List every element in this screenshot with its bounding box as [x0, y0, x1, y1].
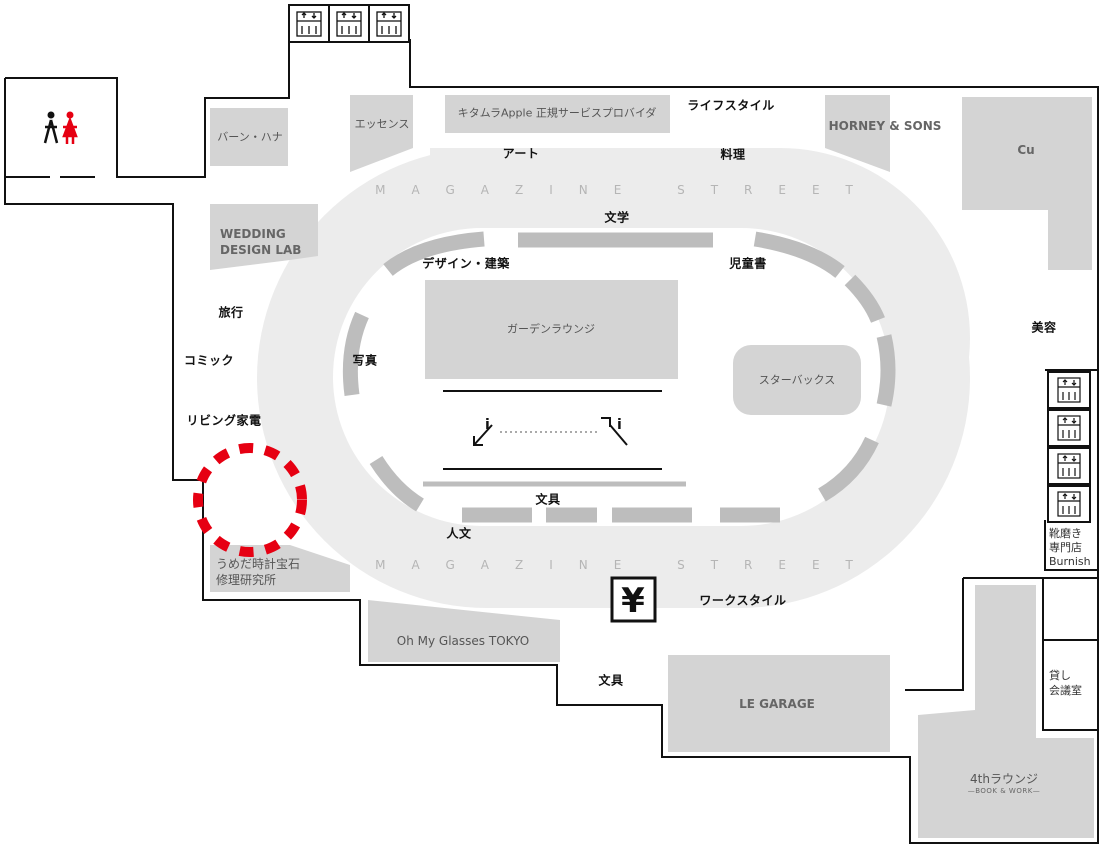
- yen-symbol: ¥: [621, 581, 645, 621]
- red-dashed-circle-marker: [193, 443, 307, 557]
- shelf-right-arc2: [876, 334, 896, 407]
- shop-4th-lounge-block: [918, 585, 1094, 838]
- room-meeting[interactable]: 貸し 会議室: [1049, 669, 1082, 697]
- yen-atm-icon[interactable]: [610, 576, 657, 623]
- shop-garden-lounge[interactable]: ガーデンラウンジ: [507, 322, 595, 336]
- shop-blocks: [210, 95, 1094, 838]
- street-label-bottom: MAGAZINE STREET: [375, 558, 879, 572]
- area-childrens-books[interactable]: 児童書: [729, 256, 767, 271]
- area-workstyle[interactable]: ワークスタイル: [699, 593, 787, 608]
- shop-4th-lounge-title: 4thラウンジ: [970, 772, 1038, 787]
- street-label-top: MAGAZINE STREET: [375, 183, 879, 197]
- area-photo[interactable]: 写真: [352, 353, 378, 368]
- shelving: [342, 231, 896, 523]
- area-design-architecture[interactable]: デザイン・建築: [422, 256, 510, 271]
- area-literature[interactable]: 文学: [604, 210, 630, 225]
- wall-le-garage-link: [905, 578, 964, 691]
- shop-wedding-design-lab[interactable]: WEDDING DESIGN LAB: [220, 227, 302, 258]
- information-icon-label-right: i: [617, 417, 622, 433]
- shop-starbucks-block: [733, 345, 861, 415]
- elevator-box-r2: [1047, 409, 1091, 447]
- elevator-icon[interactable]: [1057, 453, 1081, 479]
- shop-4th-lounge[interactable]: 4thラウンジ —BOOK & WORK—: [968, 771, 1041, 797]
- shop-burnish[interactable]: 靴磨き 専門店 Burnish: [1049, 527, 1091, 568]
- restroom-icon[interactable]: [43, 111, 78, 145]
- shop-cu-block: [962, 97, 1092, 270]
- shop-4th-lounge-subtitle: —BOOK & WORK—: [967, 787, 1041, 796]
- elevator-box-r3: [1047, 447, 1091, 485]
- shop-oh-my-glasses-block: [368, 600, 560, 662]
- wall-west-top: [5, 39, 955, 178]
- shelf-right-arc1: [844, 274, 885, 323]
- shelf-right-arc3: [818, 436, 879, 502]
- wall-east: [955, 86, 1099, 370]
- area-stationery-center[interactable]: 文具: [535, 492, 561, 507]
- shop-horney-block: [825, 95, 890, 172]
- shop-cu[interactable]: Cu: [1017, 142, 1035, 157]
- area-beauty[interactable]: 美容: [1031, 320, 1057, 335]
- area-humanities[interactable]: 人文: [446, 526, 472, 541]
- shop-kitamura-block: [445, 95, 670, 133]
- elevator-box-r1: [1047, 371, 1091, 409]
- information-icon-label-left: i: [485, 417, 490, 433]
- shelf-bottom-left-arc: [369, 455, 425, 512]
- shelf-top-right-arc: [753, 231, 845, 278]
- elevator-icon[interactable]: [1057, 491, 1081, 517]
- wall-elev-east: [1044, 369, 1099, 571]
- shop-le-garage[interactable]: LE GARAGE: [739, 696, 815, 711]
- elevator-icon[interactable]: [1057, 415, 1081, 441]
- restroom-room: [12, 84, 110, 172]
- shop-barn-hana-block: [210, 108, 288, 166]
- shop-horney-and-sons[interactable]: HORNEY & SONS: [828, 118, 942, 133]
- elevator-icon[interactable]: [376, 11, 402, 37]
- area-lifestyle[interactable]: ライフスタイル: [687, 98, 775, 113]
- shop-kitamura[interactable]: キタムラApple 正規サービスプロバイダ: [457, 106, 657, 120]
- elevator-icon[interactable]: [296, 11, 322, 37]
- outer-walls: [4, 39, 1099, 844]
- shop-barn-hana[interactable]: バーン・ハナ: [217, 130, 283, 144]
- shop-essence[interactable]: エッセンス: [354, 117, 410, 131]
- shelf-top-left-arc: [383, 231, 485, 276]
- shelf-left-arc: [342, 311, 369, 396]
- shop-essence-block: [350, 95, 413, 172]
- shop-wedding-block: [210, 204, 318, 270]
- elevator-icon[interactable]: [336, 11, 362, 37]
- area-travel[interactable]: 旅行: [218, 305, 244, 320]
- wall-room-east2: [1042, 578, 1098, 731]
- information-icon[interactable]: [473, 424, 493, 446]
- shop-starbucks[interactable]: スターバックス: [758, 373, 836, 387]
- area-cooking[interactable]: 料理: [720, 147, 746, 162]
- area-stationery-south[interactable]: 文具: [598, 673, 624, 688]
- area-comics[interactable]: コミック: [183, 353, 235, 368]
- wall-restroom: [4, 78, 1099, 844]
- shop-oh-my-glasses[interactable]: Oh My Glasses TOKYO: [396, 633, 530, 648]
- information-icon[interactable]: [601, 417, 628, 446]
- elevator-icon[interactable]: [1057, 377, 1081, 403]
- shop-umeda-watch-repair[interactable]: うめだ時計宝石 修理研究所: [216, 557, 301, 588]
- shop-le-garage-block: [668, 655, 890, 752]
- area-art[interactable]: アート: [502, 146, 540, 161]
- area-living-appliances[interactable]: リビング家電: [186, 413, 262, 428]
- shop-garden-lounge-block: [425, 280, 678, 379]
